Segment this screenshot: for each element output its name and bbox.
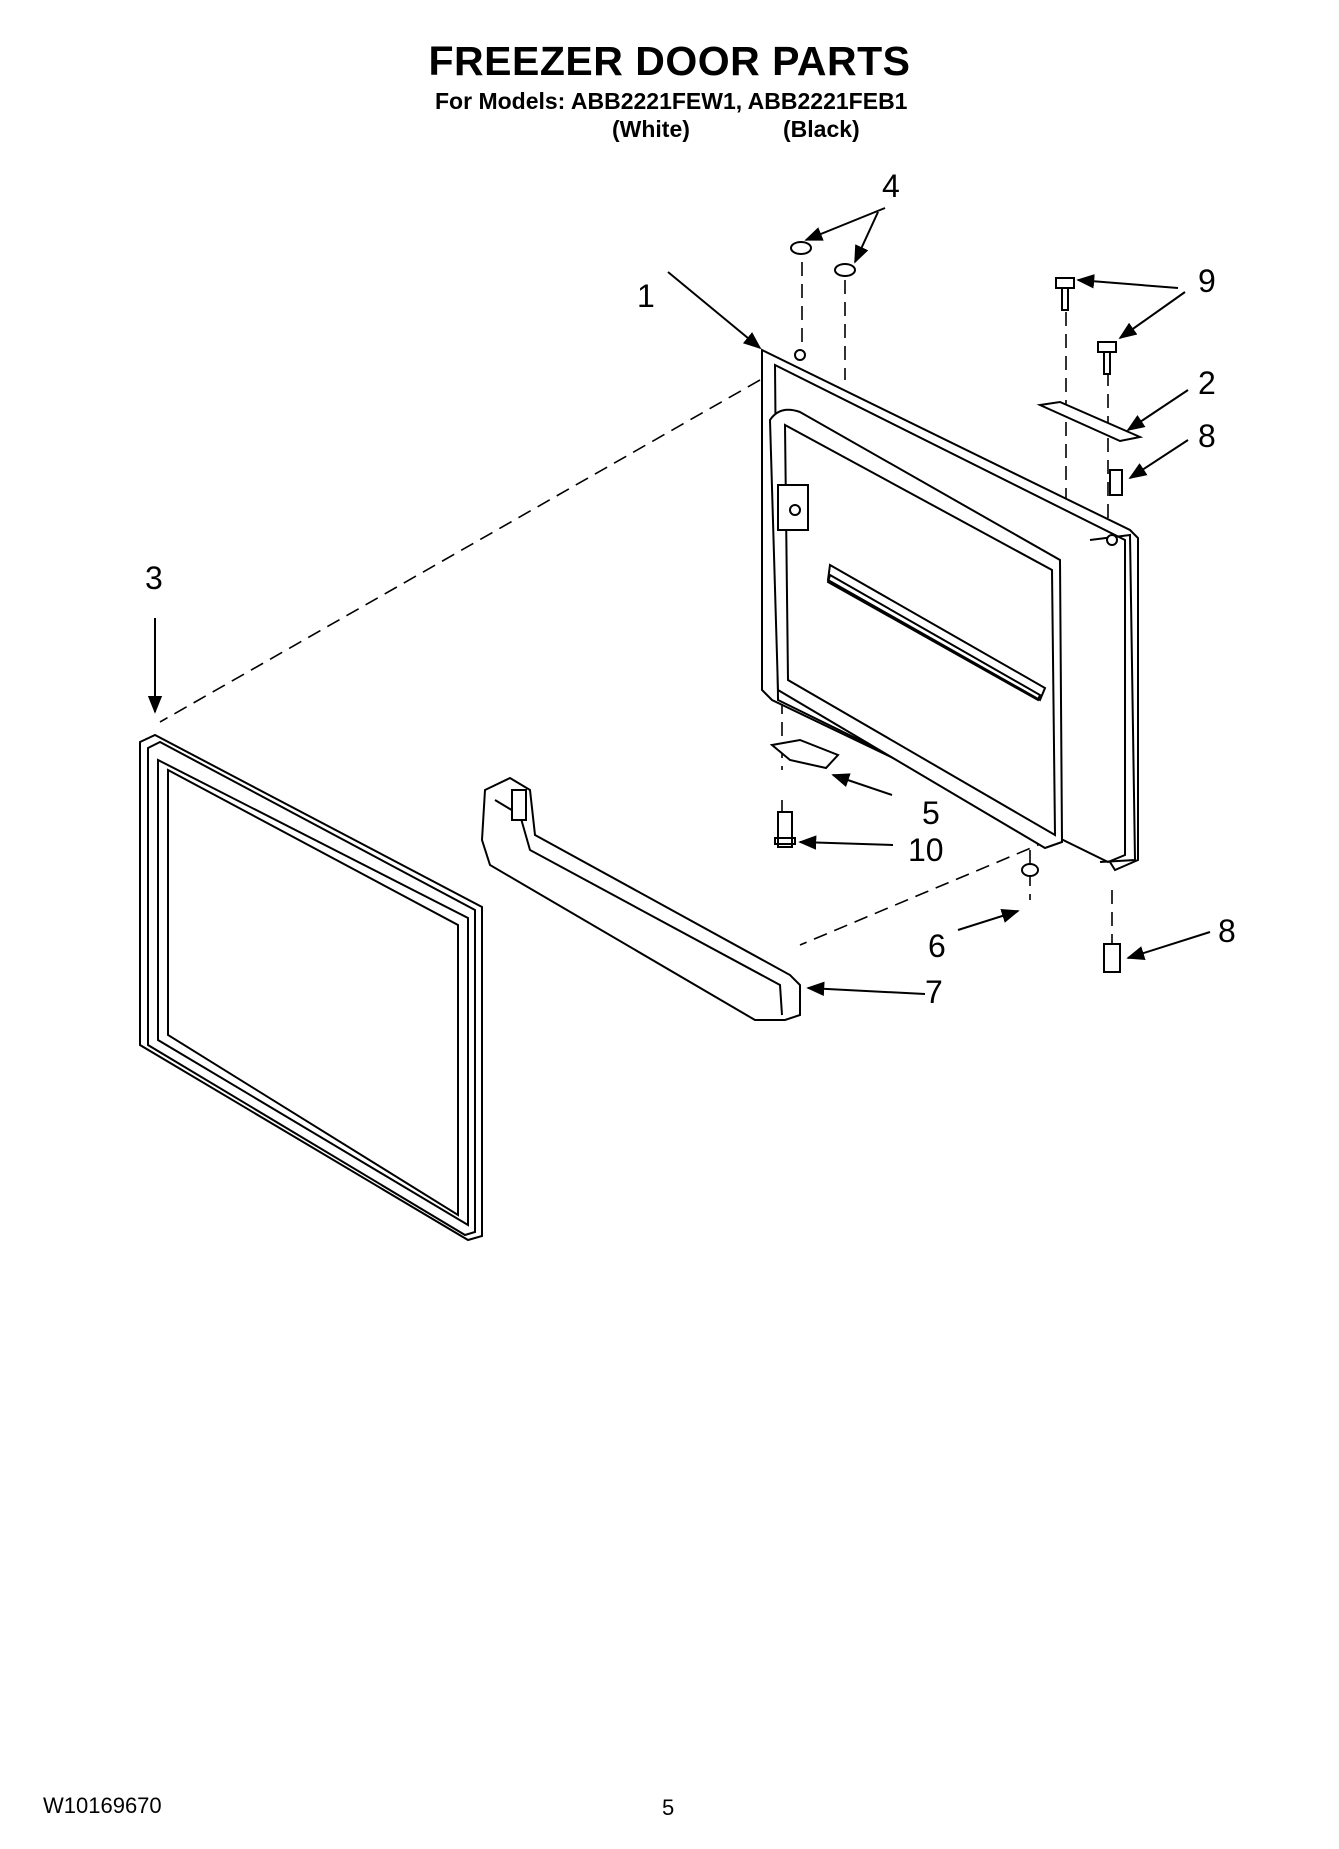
screw-9a <box>1055 277 1075 311</box>
pin-8-top <box>1109 469 1123 496</box>
screw-9b <box>1097 341 1117 375</box>
callout-6: 6 <box>928 928 946 964</box>
document-number: W10169670 <box>43 1793 162 1818</box>
callout-2: 2 <box>1198 365 1216 401</box>
pin-8-bottom <box>1103 943 1121 973</box>
callout-5: 5 <box>922 795 940 831</box>
callout-10: 10 <box>908 832 944 868</box>
page-title: FREEZER DOOR PARTS <box>428 38 911 84</box>
bracket-part <box>769 738 840 770</box>
callout-arrows <box>147 207 1211 997</box>
washer-4b <box>834 263 856 277</box>
freezer-door-part <box>761 348 1139 872</box>
hardware-parts <box>774 241 1123 973</box>
callout-4: 4 <box>882 168 900 204</box>
screw-10 <box>774 811 796 848</box>
callout-3: 3 <box>145 560 163 596</box>
callout-8-top: 8 <box>1198 418 1216 454</box>
washer-4a <box>790 241 812 255</box>
callout-7: 7 <box>925 974 943 1010</box>
door-shelf-bin-part <box>480 776 801 1021</box>
model-numbers: For Models: ABB2221FEW1, ABB2221FEB1 <box>435 88 908 114</box>
variant-white: (White) <box>612 116 690 142</box>
callout-9: 9 <box>1198 263 1216 299</box>
hinge-plate-part <box>1036 400 1144 443</box>
gasket-part <box>139 733 483 1242</box>
plug-6 <box>1021 863 1039 877</box>
variant-black: (Black) <box>783 116 860 142</box>
callout-1: 1 <box>637 278 655 314</box>
page-number: 5 <box>662 1795 675 1820</box>
callout-8-bottom: 8 <box>1218 913 1236 949</box>
